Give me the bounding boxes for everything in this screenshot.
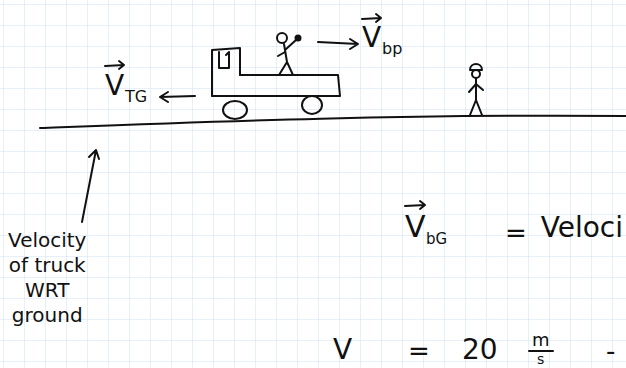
person-on-ground	[469, 64, 483, 115]
leader-arrow	[82, 150, 99, 222]
ground-line	[40, 116, 626, 128]
vector-arrow	[405, 201, 425, 209]
vector-arrow	[105, 61, 124, 69]
vector-symbol: V	[405, 212, 426, 242]
equals-sign: =	[408, 338, 430, 364]
dash-mark: -	[606, 338, 615, 364]
person-on-truck	[277, 33, 301, 75]
truck	[212, 48, 340, 119]
vector-arrow	[362, 14, 381, 22]
number-value: 20	[462, 336, 498, 364]
unit-text: s	[537, 352, 544, 366]
vector-symbol: V	[333, 336, 352, 364]
note-text: Velocity of truck WRT ground	[8, 228, 86, 328]
truck-velocity-arrow	[160, 92, 195, 102]
subscript: bp	[382, 41, 402, 57]
vector-symbol: V	[362, 24, 381, 52]
definition-text: Veloci	[541, 214, 623, 242]
unit-text: m	[532, 331, 550, 349]
subscript: TG	[125, 89, 147, 105]
subscript: bG	[426, 232, 447, 247]
ball-velocity-arrow	[318, 39, 358, 49]
equals-sign: =	[505, 220, 527, 246]
vector-symbol: V	[105, 72, 124, 100]
